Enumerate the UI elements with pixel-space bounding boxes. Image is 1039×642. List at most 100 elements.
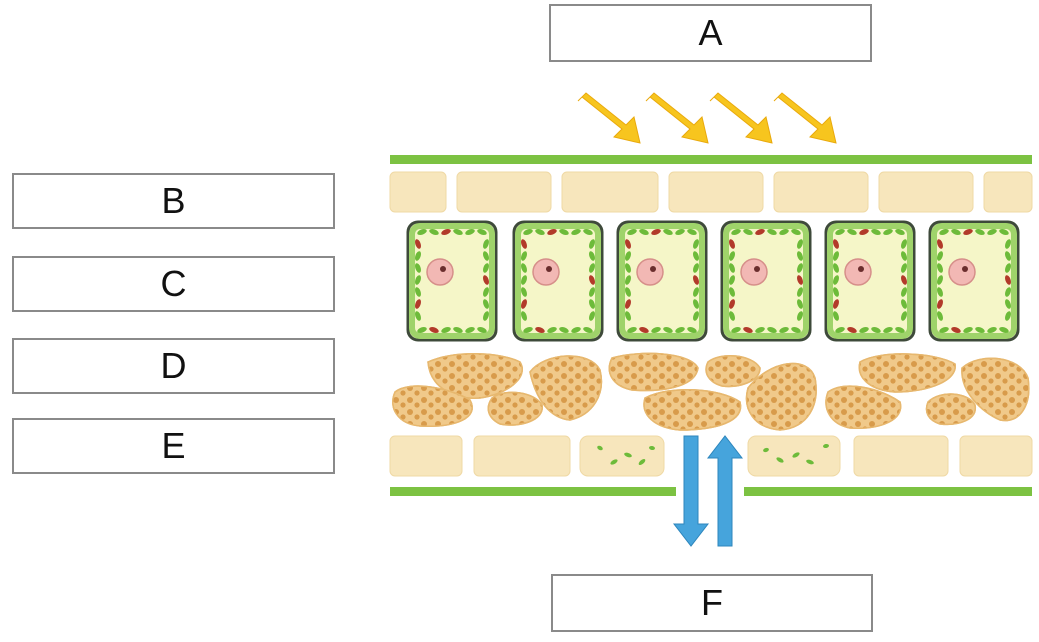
chloroplast [937,251,943,261]
chloroplast [465,229,475,235]
chloroplast [901,287,907,297]
chloroplast [1005,287,1011,297]
chloroplast [901,311,907,321]
sunlight-arrows [577,92,837,144]
chloroplast [937,299,943,309]
chloroplast [937,311,943,321]
chloroplast [693,311,699,321]
chloroplast [779,229,789,235]
chloroplast [589,311,595,321]
chloroplast [871,327,881,333]
chloroplast [535,229,545,235]
nucleus [636,258,664,286]
chloroplast [835,327,845,333]
chloroplast [767,327,777,333]
chloroplast [999,327,1009,333]
chloroplast [687,327,697,333]
chloroplast [651,229,661,235]
chloroplast [627,327,637,333]
chloroplast [453,327,463,333]
chloroplast [963,327,973,333]
nucleolus [650,266,656,272]
nucleus [532,258,560,286]
chloroplast [833,275,839,285]
chloroplast [755,327,765,333]
chloroplast [627,229,637,235]
chloroplast [729,311,735,321]
nucleus [844,258,872,286]
chloroplast [483,275,489,285]
chloroplast [521,263,527,273]
palisade-cell [720,220,812,342]
spongy-mesophyll [392,352,1030,431]
chloroplast [483,299,489,309]
chloroplast [835,229,845,235]
label-e-text: E [161,425,186,466]
chloroplast [483,311,489,321]
chloroplast [625,263,631,273]
chloroplast [589,299,595,309]
chloroplast [477,229,487,235]
nucleolus [440,266,446,272]
guard-cell-chloroplasts [597,443,829,465]
chloroplast [523,229,533,235]
label-box-f[interactable]: F [551,574,873,632]
chloroplast [1005,311,1011,321]
label-box-a[interactable]: A [549,4,872,62]
lower-cuticle [390,487,1032,496]
label-box-b[interactable]: B [12,173,335,229]
chloroplast [951,229,961,235]
label-box-c[interactable]: C [12,256,335,312]
chloroplast [441,327,451,333]
chloroplast [625,251,631,261]
chloroplast [833,239,839,249]
chloroplast [663,327,673,333]
chloroplast [589,275,595,285]
chloroplast [779,327,789,333]
chloroplast [987,229,997,235]
chloroplast [833,263,839,273]
palisade-cell [512,220,604,342]
chloroplast [571,229,581,235]
label-box-d[interactable]: D [12,338,335,394]
nucleus [740,258,768,286]
chloroplast [521,311,527,321]
chloroplast [999,229,1009,235]
chloroplast [937,287,943,297]
chloroplast [415,239,421,249]
chloroplast [743,229,753,235]
chloroplast [625,275,631,285]
chloroplast [937,275,943,285]
chloroplast [731,229,741,235]
chloroplast [833,299,839,309]
chloroplast [901,263,907,273]
chloroplast [975,229,985,235]
lower-epidermis [389,435,1033,477]
chloroplast [975,327,985,333]
chloroplast [663,229,673,235]
chloroplast [833,311,839,321]
chloroplast [729,287,735,297]
chloroplast [639,327,649,333]
chloroplast [901,251,907,261]
label-box-e[interactable]: E [12,418,335,474]
chloroplast [651,327,661,333]
chloroplast [797,275,803,285]
chloroplast [521,299,527,309]
chloroplast [901,299,907,309]
chloroplast [625,239,631,249]
chloroplast [687,229,697,235]
chloroplast [797,287,803,297]
chloroplast [415,299,421,309]
chloroplast [559,229,569,235]
chloroplast [583,229,593,235]
chloroplast [415,311,421,321]
chloroplast [521,251,527,261]
chloroplast [639,229,649,235]
chloroplast [417,327,427,333]
chloroplast [1005,299,1011,309]
chloroplast [415,251,421,261]
chloroplast [693,275,699,285]
nucleolus [858,266,864,272]
